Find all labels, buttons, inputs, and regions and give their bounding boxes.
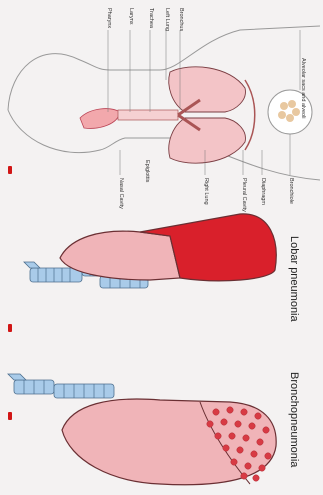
label-right-lung: Right Lung	[203, 178, 209, 205]
label-diaphragm: Diaphragm	[260, 178, 266, 205]
bronchopneumonia-label: Bronchopneumonia	[288, 372, 300, 467]
broncho-infection-spots	[207, 407, 271, 481]
lobar-lung-affected-lobe	[140, 214, 276, 281]
label-bronchus: Bronchus	[178, 8, 184, 31]
diaphragm-shape	[245, 80, 255, 150]
label-nasal-cavity: Nasal Cavity	[118, 178, 124, 209]
label-epiglottis: Epiglottis	[144, 160, 150, 182]
bullet-marker-3	[8, 412, 12, 420]
left-lung-shape	[169, 67, 246, 112]
broncho-lung-fissure	[200, 402, 250, 484]
lobar-pneumonia-label: Lobar pneumonia	[288, 236, 300, 322]
right-lung-shape	[169, 118, 246, 163]
respiratory-anatomy-diagram	[0, 0, 323, 210]
trachea-shape	[118, 110, 178, 120]
lobar-trachea	[24, 262, 148, 288]
label-bronchiole: Bronchiole	[288, 178, 294, 204]
label-alveolar: Alveolar sacs and alveoli	[300, 58, 306, 119]
label-pharynx: Pharynx	[106, 8, 112, 28]
nasal-cavity-shape	[80, 109, 120, 129]
lobar-lung-lower	[60, 231, 180, 280]
bullet-marker-2	[8, 324, 12, 332]
label-larynx: Larynx	[128, 8, 134, 25]
broncho-lung	[62, 399, 276, 485]
label-left-lung: Left Lung	[164, 8, 170, 31]
label-pleural-cavity: Pleural Cavity	[241, 178, 247, 212]
label-trachea: Trachea	[148, 8, 154, 28]
